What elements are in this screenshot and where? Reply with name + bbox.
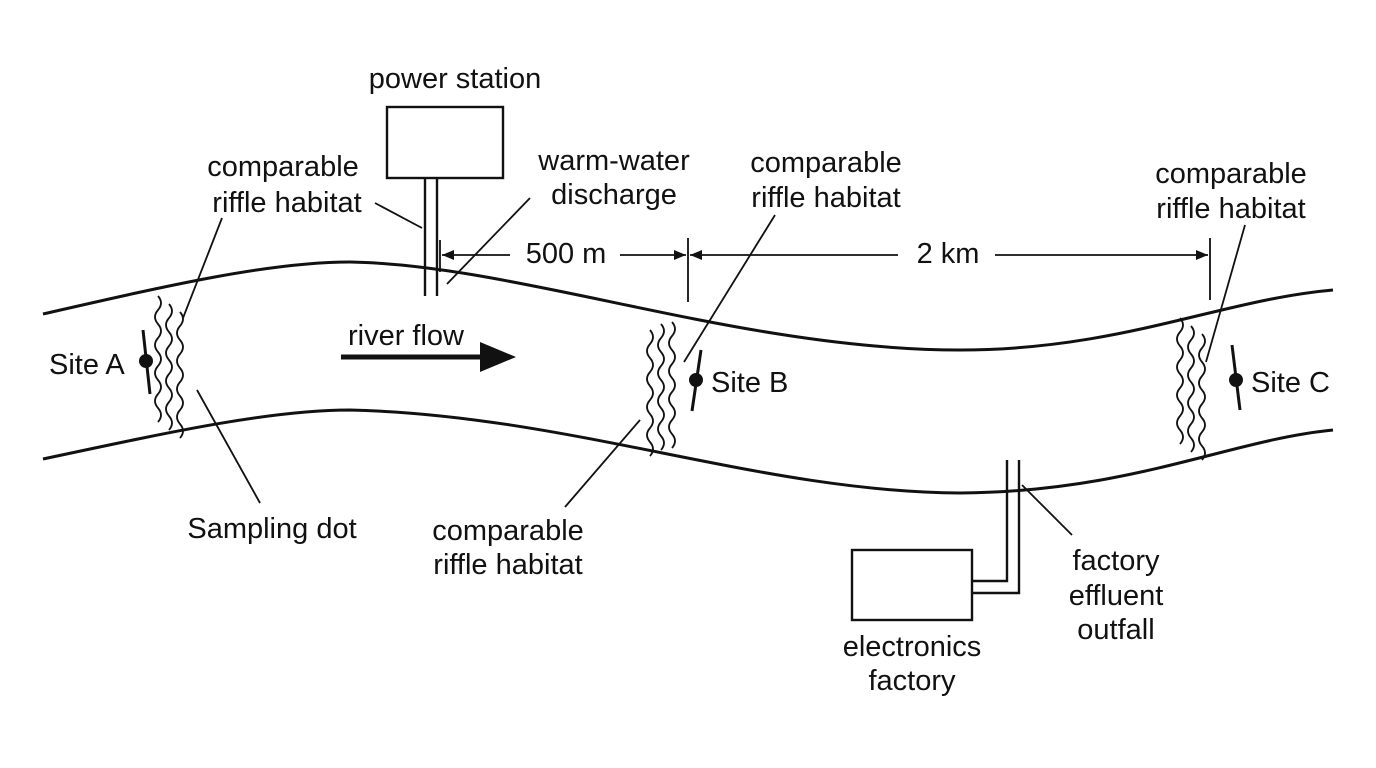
electronics-factory-label-line2: factory bbox=[868, 665, 956, 697]
distance-2km-label: 2 km bbox=[917, 238, 980, 270]
riffle-b-bottom-label-line1: comparable bbox=[432, 515, 584, 547]
river-lower-bank bbox=[42, 408, 1334, 495]
river-upper-bank bbox=[42, 260, 1334, 352]
river-flow-arrowhead bbox=[480, 342, 516, 372]
factory-outfall-leader bbox=[1021, 484, 1073, 536]
riffle-c-label-line1: comparable bbox=[1155, 158, 1307, 190]
riffle-waves-a bbox=[154, 295, 184, 439]
site-c-label: Site C bbox=[1251, 367, 1330, 399]
riffle-a-label-line1: comparable bbox=[207, 151, 359, 183]
factory-outfall-label-line1: factory bbox=[1072, 545, 1160, 577]
riffle-a-leader-to-waves bbox=[182, 217, 223, 319]
distance-500-right-head bbox=[674, 250, 686, 260]
distance-500-label: 500 m bbox=[526, 238, 607, 270]
site-c-dot bbox=[1229, 373, 1243, 387]
riffle-b-bottom-label-line2: riffle habitat bbox=[433, 549, 582, 581]
river-flow-label: river flow bbox=[348, 320, 465, 352]
factory-outfall-label-line2: effluent bbox=[1069, 580, 1164, 612]
power-station-label: power station bbox=[369, 63, 542, 95]
power-station-box bbox=[385, 105, 505, 180]
riffle-c-leader bbox=[1205, 224, 1246, 363]
factory-pipe-outer bbox=[972, 460, 1021, 595]
riffle-waves-b bbox=[646, 321, 676, 457]
sampling-dot-leader bbox=[196, 389, 261, 504]
sampling-dot-label: Sampling dot bbox=[187, 513, 356, 545]
factory-outfall-label-line3: outfall bbox=[1077, 614, 1154, 646]
riffle-b-top-label-line1: comparable bbox=[750, 147, 902, 179]
site-a-dot bbox=[139, 354, 153, 368]
riffle-waves-c bbox=[1176, 317, 1206, 461]
riffle-b-bottom-leader bbox=[564, 419, 641, 508]
site-b-dot bbox=[689, 373, 703, 387]
warm-water-label-line1: warm-water bbox=[537, 145, 690, 177]
riffle-a-label-line2: riffle habitat bbox=[212, 187, 361, 219]
electronics-factory-label-line1: electronics bbox=[843, 631, 982, 663]
distance-2km-left-head bbox=[690, 250, 702, 260]
riffle-a-leader-to-pipe bbox=[374, 202, 423, 229]
riffle-b-top-label-line2: riffle habitat bbox=[751, 182, 900, 214]
warm-water-leader bbox=[446, 197, 531, 285]
distance-2km-right-head bbox=[1196, 250, 1208, 260]
site-b-label: Site B bbox=[711, 367, 788, 399]
riffle-b-top-leader bbox=[683, 214, 776, 363]
site-a-label: Site A bbox=[49, 349, 125, 381]
factory-pipe-inner bbox=[972, 460, 1009, 583]
distance-500-left-head bbox=[442, 250, 454, 260]
electronics-factory-box bbox=[850, 548, 974, 622]
warm-water-label-line2: discharge bbox=[551, 179, 677, 211]
riffle-c-label-line2: riffle habitat bbox=[1156, 193, 1305, 225]
